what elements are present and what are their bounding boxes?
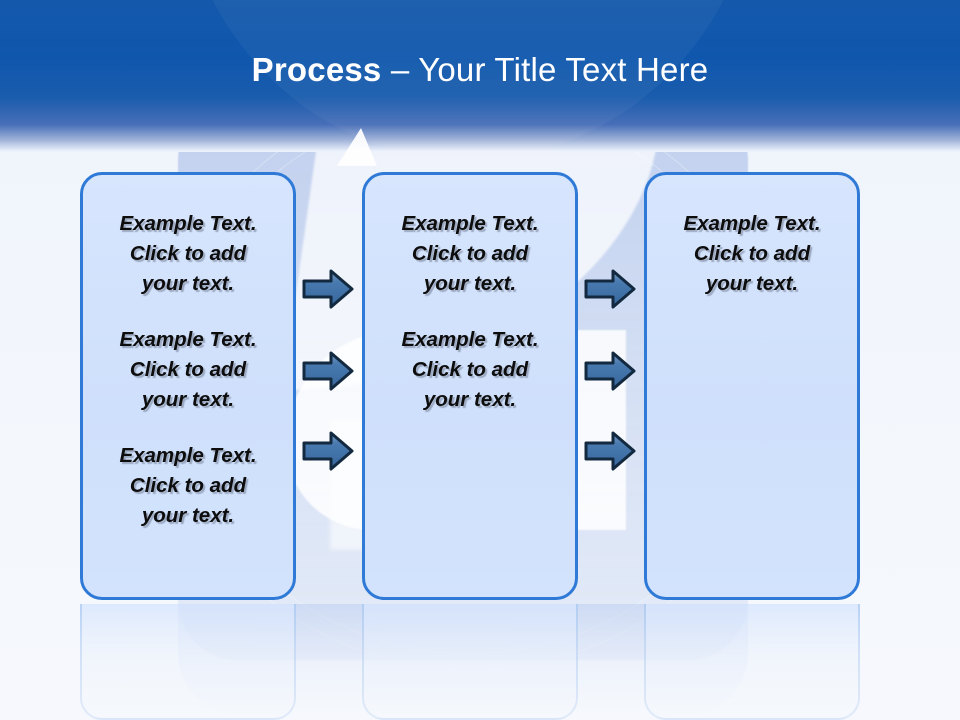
header-band <box>0 0 960 166</box>
box-1-paragraph-3[interactable]: Example Text. Click to add your text. <box>119 444 257 527</box>
box-1-paragraph-2[interactable]: Example Text. Click to add your text. <box>119 328 257 411</box>
page-title-separator: – <box>381 51 419 88</box>
right-arrow-icon[interactable] <box>584 350 636 392</box>
box-2-paragraph-1[interactable]: Example Text. Click to add your text. <box>401 212 539 295</box>
box-1-reflection <box>80 604 296 720</box>
process-box-2[interactable]: Example Text. Click to add your text. Ex… <box>362 172 578 600</box>
right-arrow-icon[interactable] <box>584 268 636 310</box>
process-box-3[interactable]: Example Text. Click to add your text. <box>644 172 860 600</box>
box-2-paragraph-2[interactable]: Example Text. Click to add your text. <box>401 328 539 411</box>
box-3-paragraph-1[interactable]: Example Text. Click to add your text. <box>683 212 821 295</box>
page-title: Process – Your Title Text Here <box>0 50 960 90</box>
right-arrow-icon[interactable] <box>584 430 636 472</box>
right-arrow-icon[interactable] <box>302 268 354 310</box>
right-arrow-icon[interactable] <box>302 430 354 472</box>
page-title-rest: Your Title Text Here <box>418 51 709 88</box>
box-2-reflection <box>362 604 578 720</box>
process-box-1[interactable]: Example Text. Click to add your text. Ex… <box>80 172 296 600</box>
box-3-reflection <box>644 604 860 720</box>
box-1-paragraph-1[interactable]: Example Text. Click to add your text. <box>119 212 257 295</box>
page-title-strong: Process <box>251 51 382 88</box>
right-arrow-icon[interactable] <box>302 350 354 392</box>
